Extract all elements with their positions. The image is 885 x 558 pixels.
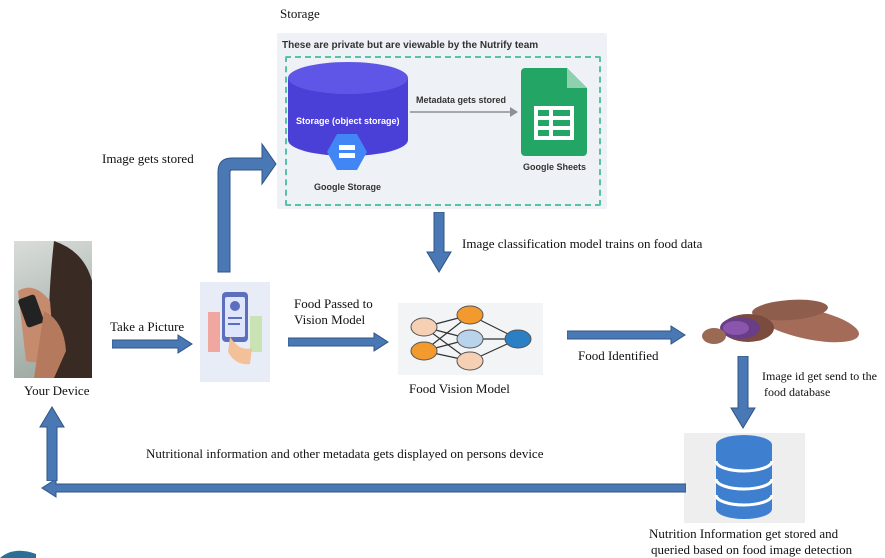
upload-to-storage-arrow bbox=[217, 142, 277, 273]
image-id-label-line1: Image id get send to the bbox=[762, 369, 877, 383]
food-vision-label: Food Vision Model bbox=[409, 381, 510, 396]
storage-title: Storage bbox=[280, 6, 320, 21]
nutrition-stored-label-line2: queried based on food image detection bbox=[651, 542, 853, 557]
corner-decoration bbox=[0, 550, 36, 558]
database-icon bbox=[714, 435, 774, 519]
return-to-device-arrow bbox=[41, 478, 686, 498]
to-database-arrow bbox=[730, 356, 756, 429]
image-stored-label: Image gets stored bbox=[102, 151, 194, 166]
google-sheets-icon bbox=[521, 68, 587, 156]
image-id-label-line2: food database bbox=[764, 385, 831, 399]
neural-network-icon bbox=[410, 305, 532, 371]
neural-network-panel bbox=[398, 303, 543, 375]
google-storage-icon bbox=[327, 134, 367, 170]
storage-dashed-box bbox=[285, 56, 601, 206]
phone-scan-illustration bbox=[200, 282, 270, 382]
storage-note: These are private but are viewable by th… bbox=[282, 40, 539, 51]
metadata-arrow bbox=[410, 107, 518, 117]
food-passed-label-line2: Vision Model bbox=[294, 312, 366, 327]
classification-label: Image classification model trains on foo… bbox=[462, 236, 703, 251]
sweet-potato-image bbox=[702, 299, 859, 344]
storage-object-label: Storage (object storage) bbox=[296, 116, 400, 126]
nutritional-info-label: Nutritional information and other metada… bbox=[146, 446, 544, 461]
google-sheets-label: Google Sheets bbox=[523, 162, 587, 172]
classification-down-arrow bbox=[426, 212, 452, 273]
food-identified-label: Food Identified bbox=[578, 348, 659, 363]
food-passed-label-line1: Food Passed to bbox=[294, 296, 373, 311]
food-identified-arrow bbox=[567, 325, 686, 345]
take-picture-label: Take a Picture bbox=[110, 319, 185, 334]
take-picture-arrow bbox=[112, 334, 193, 354]
device-photo bbox=[14, 241, 92, 378]
google-storage-label: Google Storage bbox=[314, 182, 382, 192]
your-device-label: Your Device bbox=[24, 383, 90, 398]
to-vision-model-arrow bbox=[288, 332, 389, 352]
object-storage-cylinder-icon bbox=[288, 62, 408, 156]
up-to-device-arrow bbox=[39, 406, 65, 481]
database-panel bbox=[684, 433, 805, 523]
metadata-label: Metadata gets stored bbox=[416, 95, 507, 105]
nutrition-stored-label-line1: Nutrition Information get stored and bbox=[649, 526, 839, 541]
